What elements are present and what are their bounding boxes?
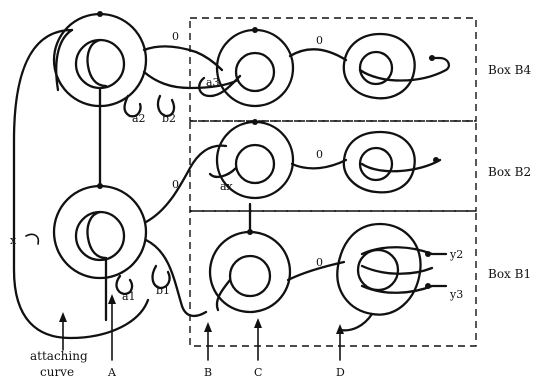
label-zero-b4-right: 0 xyxy=(316,34,323,47)
hook-a2 xyxy=(123,94,142,118)
label-zero-b2-left: 0 xyxy=(172,178,179,191)
label-box-b4: Box B4 xyxy=(488,63,531,77)
strand-0-b2 xyxy=(144,144,228,224)
label-zero-b1: 0 xyxy=(316,256,323,269)
strand-0-b2-right xyxy=(290,158,348,170)
label-y2: y2 xyxy=(449,248,463,261)
label-a1: a1 xyxy=(122,290,136,303)
label-curve: curve xyxy=(40,365,74,379)
torus-b1-right xyxy=(336,222,448,316)
label-a3: a3 xyxy=(206,76,220,89)
hook-x xyxy=(25,233,40,245)
label-y3: y3 xyxy=(449,288,463,301)
box-b4-frame xyxy=(189,17,477,122)
pointer-arrows xyxy=(59,294,344,361)
label-C: C xyxy=(254,366,262,379)
attaching-curve-loop xyxy=(12,28,150,340)
torus-b4-right xyxy=(342,32,450,100)
label-ax: ax xyxy=(220,180,234,193)
strand-0-b4-top xyxy=(142,45,224,72)
label-attaching: attaching xyxy=(30,349,88,363)
label-box-b1: Box B1 xyxy=(488,267,531,281)
strand-b1-low xyxy=(144,238,208,318)
hook-b2 xyxy=(156,94,176,118)
label-zero-b2-right: 0 xyxy=(316,148,323,161)
label-zero-b4-left: 0 xyxy=(172,30,179,43)
label-x: x xyxy=(10,234,17,247)
torus-b2-right xyxy=(342,130,442,194)
label-b2: b2 xyxy=(162,112,176,125)
strand-D xyxy=(338,312,374,332)
torus-b1-left xyxy=(208,229,292,314)
strand-b4-mid xyxy=(142,70,240,90)
torus-b4-left xyxy=(198,27,295,108)
attaching-curve-right xyxy=(55,28,74,92)
label-A: A xyxy=(107,366,117,379)
box-b2-frame xyxy=(189,120,477,212)
label-a2: a2 xyxy=(132,112,146,125)
label-D: D xyxy=(336,366,345,379)
strand-0-b4-right xyxy=(288,48,348,62)
label-B: B xyxy=(204,366,212,379)
box-b1-frame xyxy=(189,210,477,347)
hook-b1 xyxy=(151,264,171,290)
label-b1: b1 xyxy=(156,284,170,297)
hook-a1 xyxy=(115,274,134,296)
torus-bottom-left xyxy=(52,183,148,280)
labels: Box B4 Box B2 Box B1 x a2 b2 a3 a1 b1 ax… xyxy=(10,30,531,379)
torus-b2-left xyxy=(208,119,295,200)
dashed-boxes xyxy=(189,17,477,347)
label-box-b2: Box B2 xyxy=(488,165,531,179)
